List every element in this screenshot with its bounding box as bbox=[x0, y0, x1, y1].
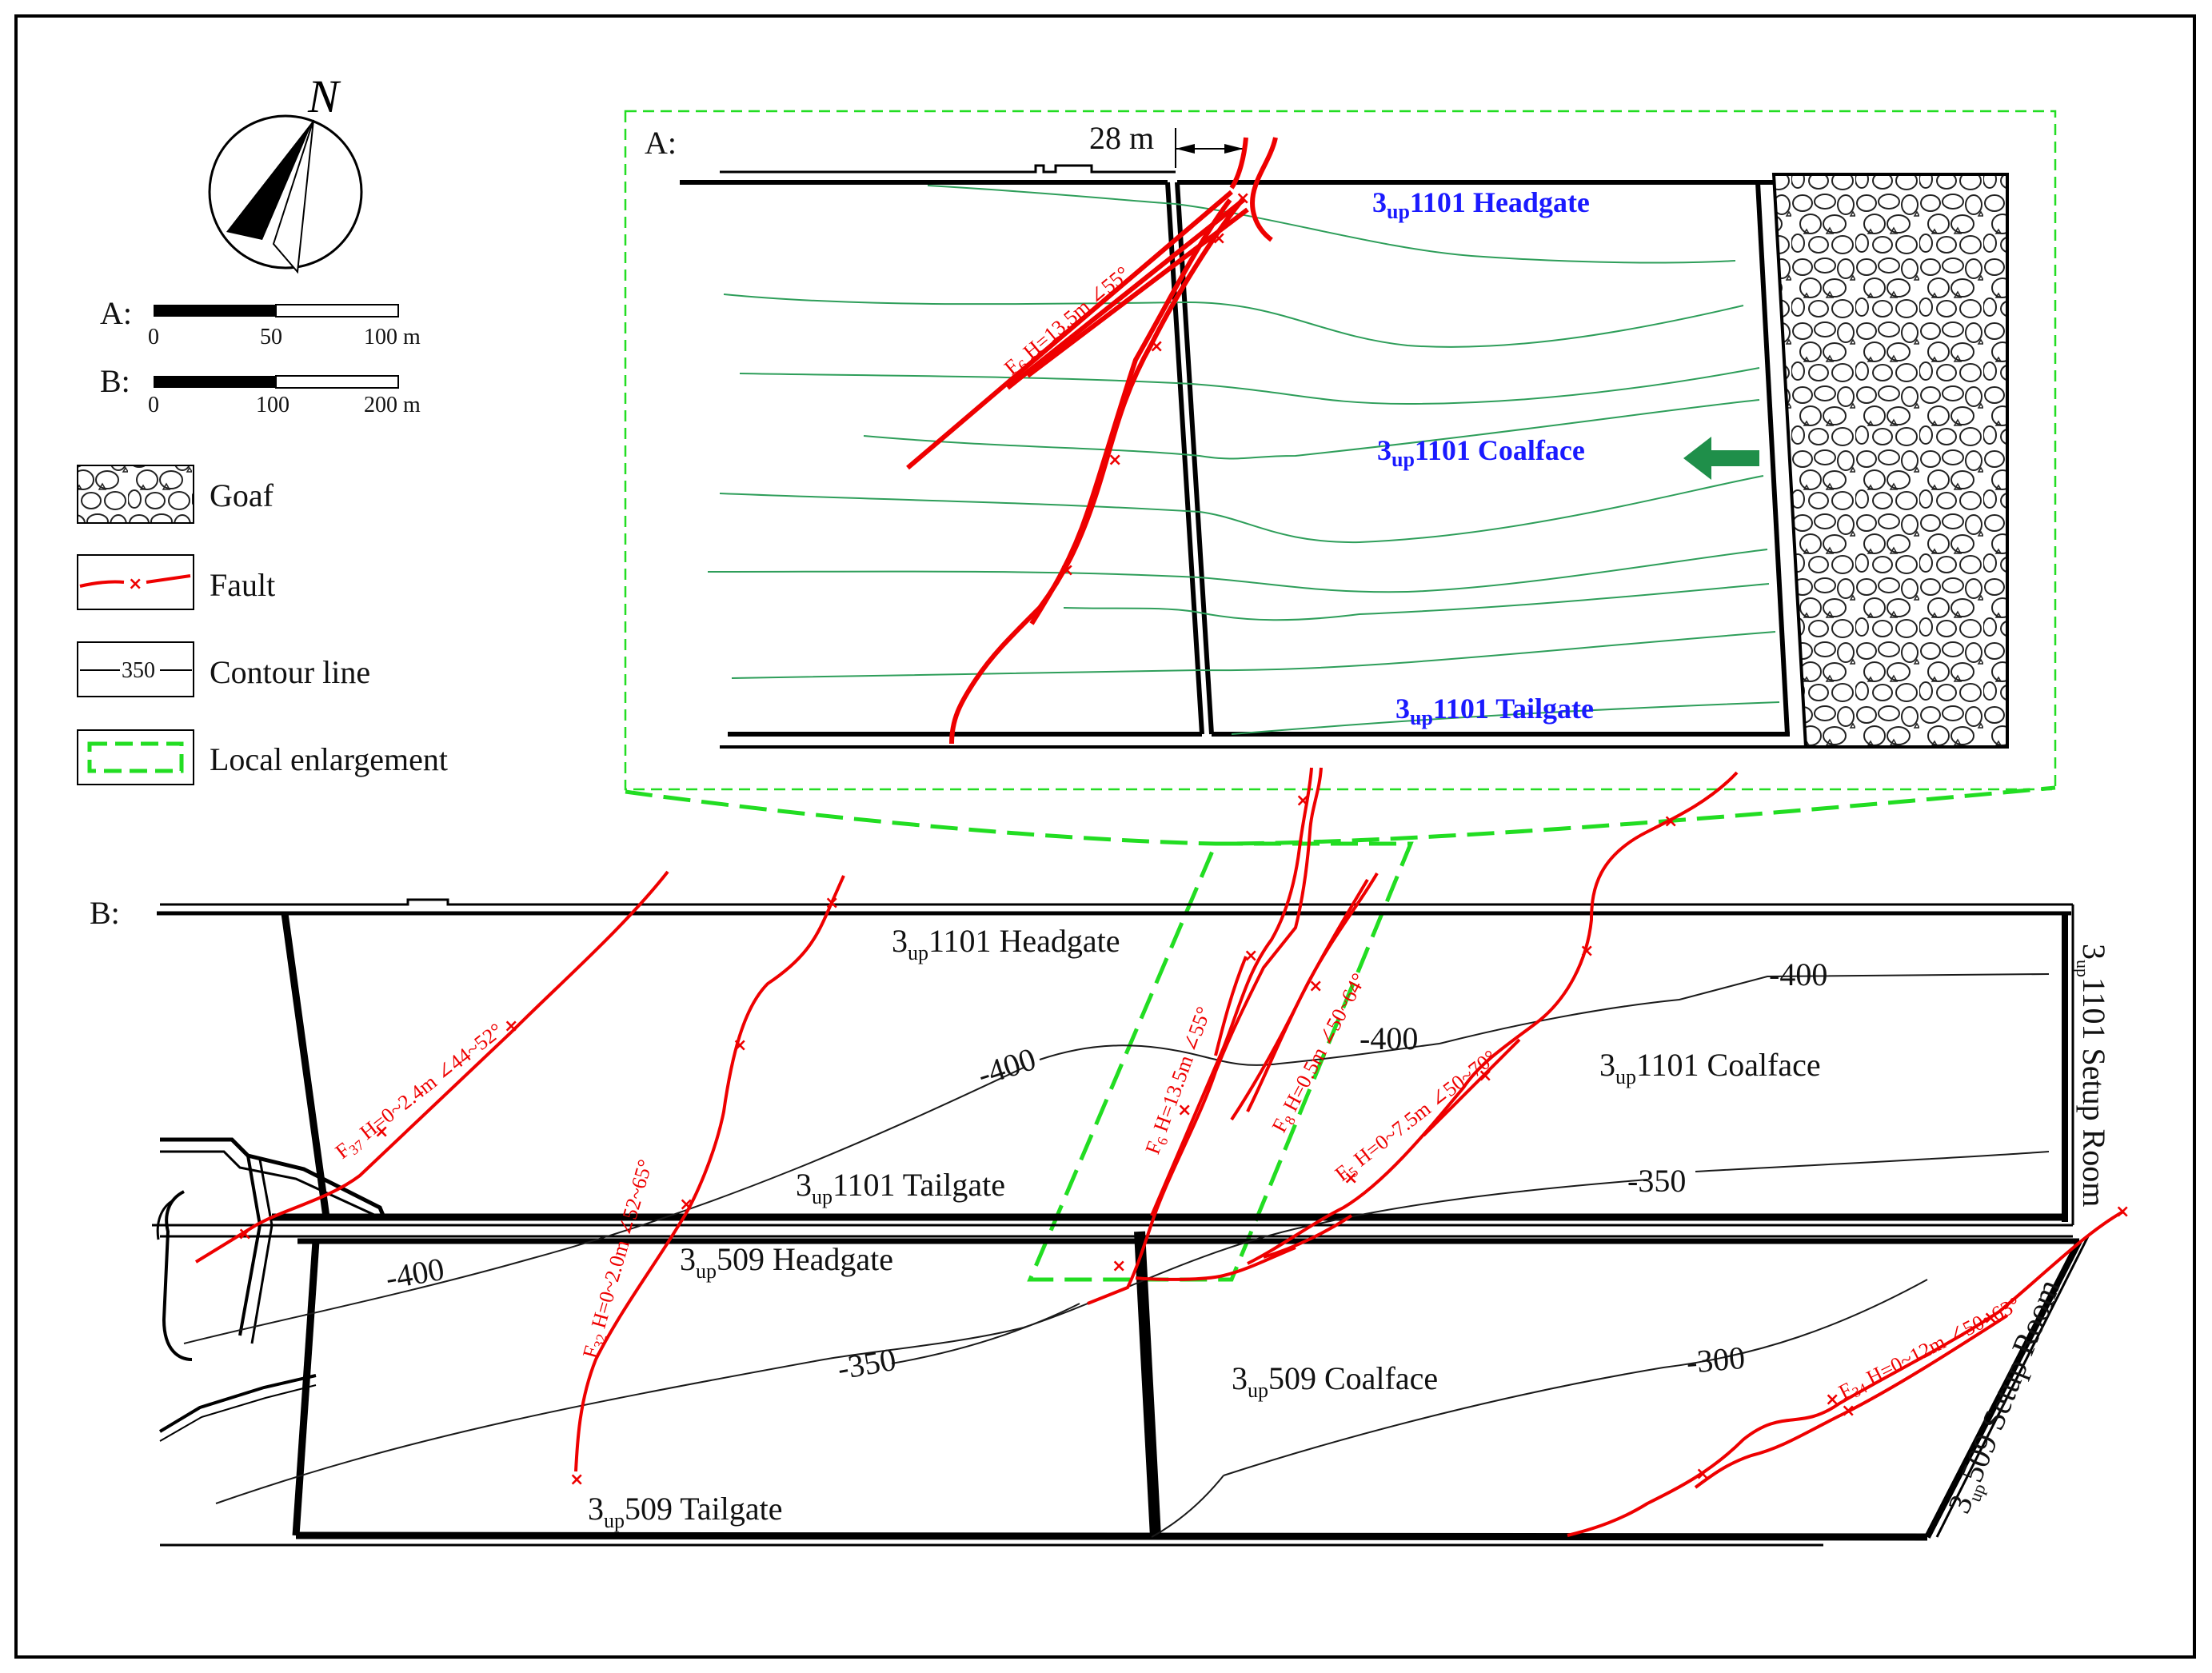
contour-label-400-right: -400 bbox=[1769, 956, 1827, 992]
svg-text:0: 0 bbox=[148, 393, 159, 417]
svg-text:×: × bbox=[733, 1036, 747, 1056]
svg-text:×: × bbox=[1236, 189, 1250, 209]
map-frame bbox=[14, 14, 2196, 1659]
inset-contours bbox=[707, 185, 1780, 735]
svg-text:×: × bbox=[1841, 1401, 1855, 1421]
svg-text:A:: A: bbox=[645, 125, 677, 161]
legend: Goaf × Fault 350 Contour line Local enla… bbox=[77, 465, 448, 785]
svg-text:B:: B: bbox=[90, 895, 120, 931]
fault-f37-label: F37 H=0~2.4m ∠44~52° bbox=[331, 1019, 509, 1165]
scale-bar-a: A: 0 50 100 m bbox=[100, 295, 421, 349]
svg-text:×: × bbox=[1112, 1256, 1126, 1276]
svg-text:Contour line: Contour line bbox=[210, 654, 370, 690]
inset-a: A: 28 m bbox=[624, 110, 2057, 791]
svg-text:50: 50 bbox=[260, 325, 282, 349]
main-map-b: B: bbox=[90, 767, 2130, 1547]
label-509-coalface: 3up509 Coalface bbox=[1232, 1360, 1438, 1402]
svg-text:×: × bbox=[1308, 976, 1323, 996]
label-509-tailgate: 3up509 Tailgate bbox=[588, 1491, 783, 1532]
svg-text:×: × bbox=[374, 1122, 389, 1142]
label-1101-setup-room: 3up1101 Setup Room bbox=[2073, 944, 2112, 1207]
svg-text:×: × bbox=[1478, 1066, 1492, 1086]
fault-f6: × × × × F6 H=13.5m ∠55° bbox=[1087, 767, 1323, 1305]
svg-text:100: 100 bbox=[256, 393, 289, 417]
north-label: N bbox=[307, 70, 341, 122]
svg-text:×: × bbox=[1983, 1308, 1998, 1328]
svg-text:28 m: 28 m bbox=[1089, 120, 1154, 156]
svg-text:350: 350 bbox=[122, 658, 155, 683]
inset-road-top bbox=[720, 164, 1176, 174]
inset-headgate-label: 3up1101 Headgate bbox=[1372, 186, 1590, 223]
fault-f5-label: F5 H=0~7.5m ∠50~70° bbox=[1331, 1045, 1503, 1188]
inset-a-frame bbox=[624, 110, 2057, 791]
inset-tailgate-label: 3up1101 Tailgate bbox=[1395, 693, 1594, 729]
svg-text:Goaf: Goaf bbox=[210, 477, 274, 513]
inset-coalface-label: 3up1101 Coalface bbox=[1377, 434, 1585, 471]
svg-text:Fault: Fault bbox=[210, 567, 275, 603]
fault-icon: × bbox=[79, 574, 191, 594]
contour-label-400-mid: -400 bbox=[1360, 1020, 1418, 1056]
svg-text:×: × bbox=[1663, 812, 1678, 832]
svg-text:×: × bbox=[1177, 1100, 1192, 1120]
distance-marker: 28 m bbox=[1089, 120, 1244, 168]
svg-text:×: × bbox=[1825, 1390, 1839, 1410]
svg-text:×: × bbox=[504, 1016, 518, 1036]
svg-text:×: × bbox=[1244, 946, 1258, 966]
svg-text:×: × bbox=[1344, 1168, 1358, 1188]
svg-text:×: × bbox=[1695, 1464, 1710, 1484]
main-contours bbox=[183, 973, 2050, 1538]
contour-label-300: -300 bbox=[1685, 1340, 1747, 1380]
svg-text:200 m: 200 m bbox=[364, 393, 421, 417]
contour-label-400-center: -400 bbox=[973, 1040, 1040, 1092]
svg-text:×: × bbox=[1579, 941, 1594, 961]
coalface-advance-arrow-icon bbox=[1683, 437, 1759, 480]
svg-text:×: × bbox=[569, 1470, 584, 1490]
svg-text:A:: A: bbox=[100, 295, 132, 331]
svg-text:×: × bbox=[2115, 1202, 2130, 1222]
contour-label-350-left: -350 bbox=[835, 1341, 899, 1387]
legend-item-enlargement: Local enlargement bbox=[77, 729, 448, 785]
label-1101-headgate: 3up1101 Headgate bbox=[892, 923, 1120, 964]
svg-text:×: × bbox=[1060, 561, 1074, 581]
fault-f6-label: F6 H=13.5m ∠55° bbox=[1140, 1004, 1217, 1158]
legend-item-fault: × Fault bbox=[77, 554, 275, 610]
svg-text:×: × bbox=[825, 893, 839, 913]
north-arrow-icon: N bbox=[208, 70, 363, 274]
svg-text:×: × bbox=[128, 574, 142, 594]
enlargement-region bbox=[1027, 841, 1414, 1282]
svg-text:×: × bbox=[1108, 450, 1122, 470]
svg-text:×: × bbox=[1149, 337, 1164, 357]
scale-bar-b: B: 0 100 200 m bbox=[100, 363, 421, 417]
contour-label-400-left: -400 bbox=[383, 1251, 447, 1296]
inset-fault-f6-label: F6 H=13.5m ∠55° bbox=[1000, 262, 1136, 382]
inset-fault-f6: × × × × × F6 H=13.5m ∠55° bbox=[906, 137, 1278, 745]
svg-text:Local enlargement: Local enlargement bbox=[210, 741, 448, 777]
goaf-icon bbox=[77, 465, 194, 524]
legend-item-contour: 350 Contour line bbox=[77, 641, 370, 697]
contour-line-icon: 350 bbox=[80, 658, 192, 683]
svg-text:×: × bbox=[1212, 229, 1226, 249]
enlargement-connector bbox=[625, 785, 2056, 846]
svg-text:×: × bbox=[679, 1195, 693, 1215]
svg-text:×: × bbox=[1296, 791, 1310, 811]
label-1101-tailgate: 3up1101 Tailgate bbox=[796, 1167, 1005, 1208]
label-509-headgate: 3up509 Headgate bbox=[680, 1241, 893, 1283]
contour-label-350-right: -350 bbox=[1627, 1163, 1686, 1199]
fault-f32-label: F32 H=0~2.0m ∠52~65° bbox=[578, 1157, 660, 1362]
svg-text:B:: B: bbox=[100, 363, 130, 399]
local-enlargement-icon bbox=[87, 741, 184, 773]
svg-text:×: × bbox=[238, 1224, 252, 1244]
svg-text:0: 0 bbox=[148, 325, 159, 349]
legend-item-goaf: Goaf bbox=[77, 465, 274, 524]
svg-text:100 m: 100 m bbox=[364, 325, 421, 349]
goaf-area bbox=[1771, 173, 2009, 749]
label-1101-coalface: 3up1101 Coalface bbox=[1599, 1047, 1821, 1088]
